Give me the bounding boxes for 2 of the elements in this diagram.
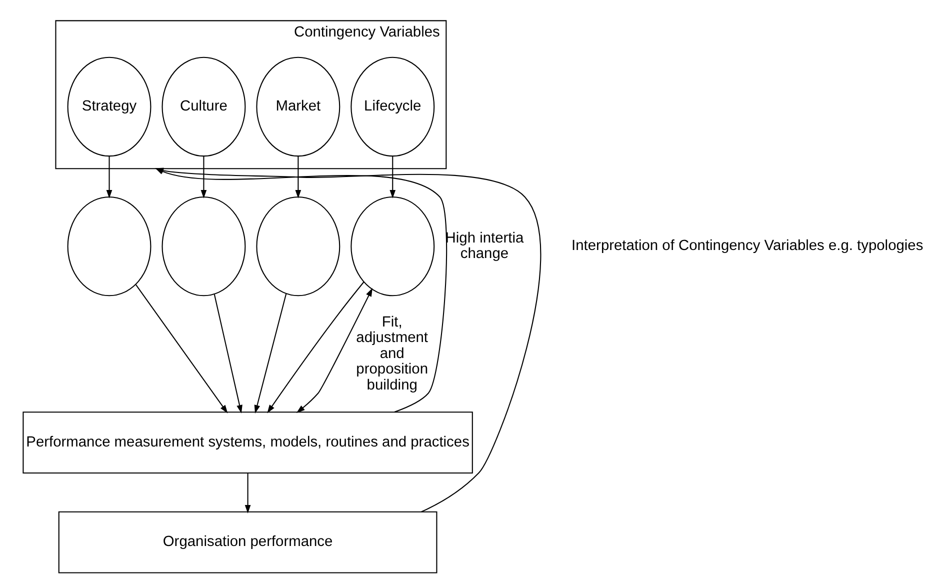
label: Interpretation of Contingency Variables e.g. typologies bbox=[571, 238, 923, 254]
edge-label: Fit, adjustment and proposition building bbox=[356, 314, 428, 394]
